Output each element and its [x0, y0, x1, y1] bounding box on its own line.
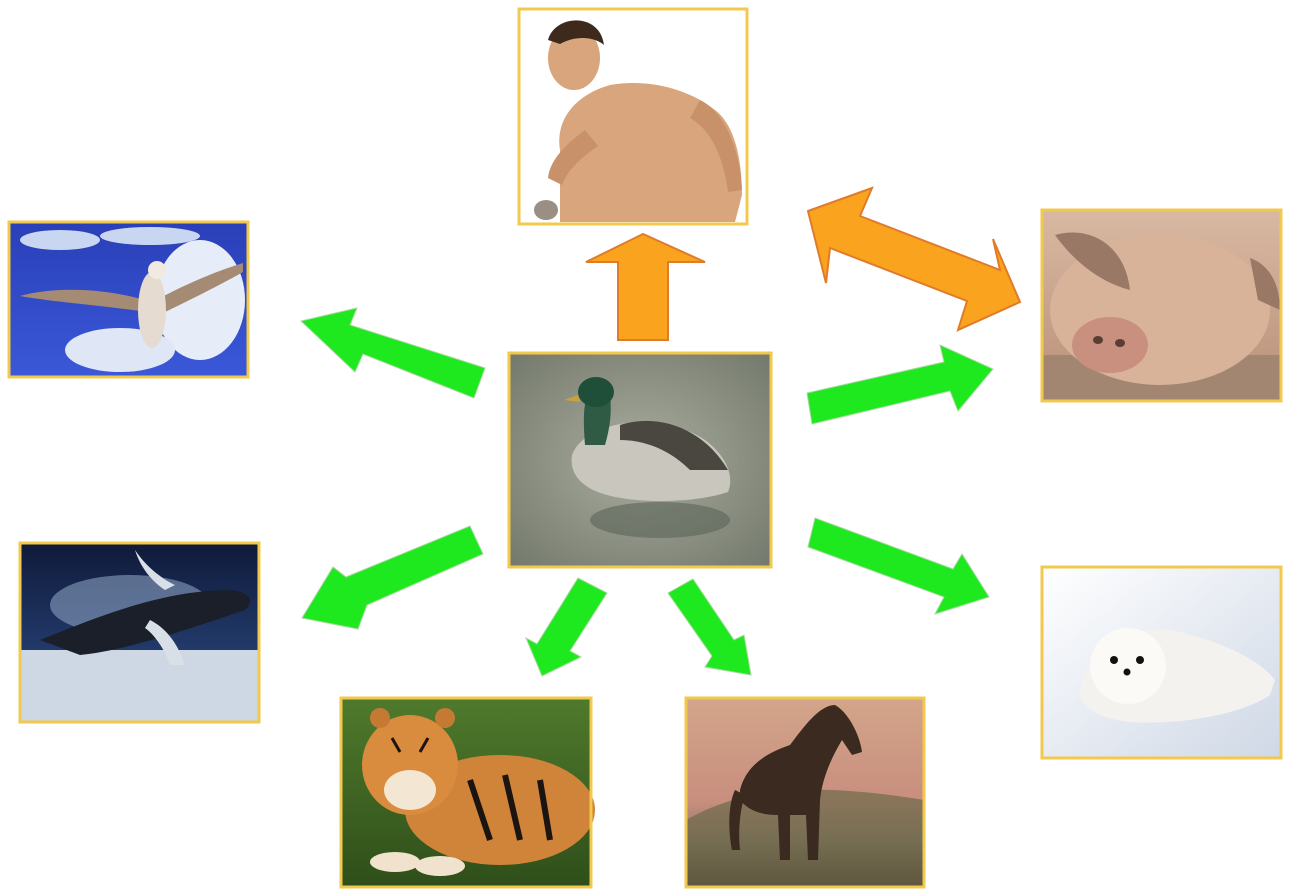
arrow-duck-to-tiger	[526, 578, 607, 676]
picture-tiger	[341, 698, 595, 887]
picture-mallard-duck	[509, 353, 771, 567]
arrow-duck-to-bird	[301, 308, 485, 398]
picture-horse	[686, 698, 924, 887]
arrow-duck-to-man	[586, 234, 705, 340]
arrow-duck-to-pig	[807, 345, 993, 424]
arrow-duck-to-whale	[302, 526, 483, 629]
picture-seal	[1042, 567, 1281, 758]
arrow-man-pig-bidirectional	[808, 188, 1020, 330]
picture-seagull	[9, 222, 248, 377]
picture-whale	[20, 543, 259, 722]
picture-running-man	[519, 9, 747, 224]
picture-pig	[1042, 210, 1281, 401]
arrow-duck-to-horse	[668, 579, 751, 675]
arrow-duck-to-seal	[808, 518, 989, 614]
